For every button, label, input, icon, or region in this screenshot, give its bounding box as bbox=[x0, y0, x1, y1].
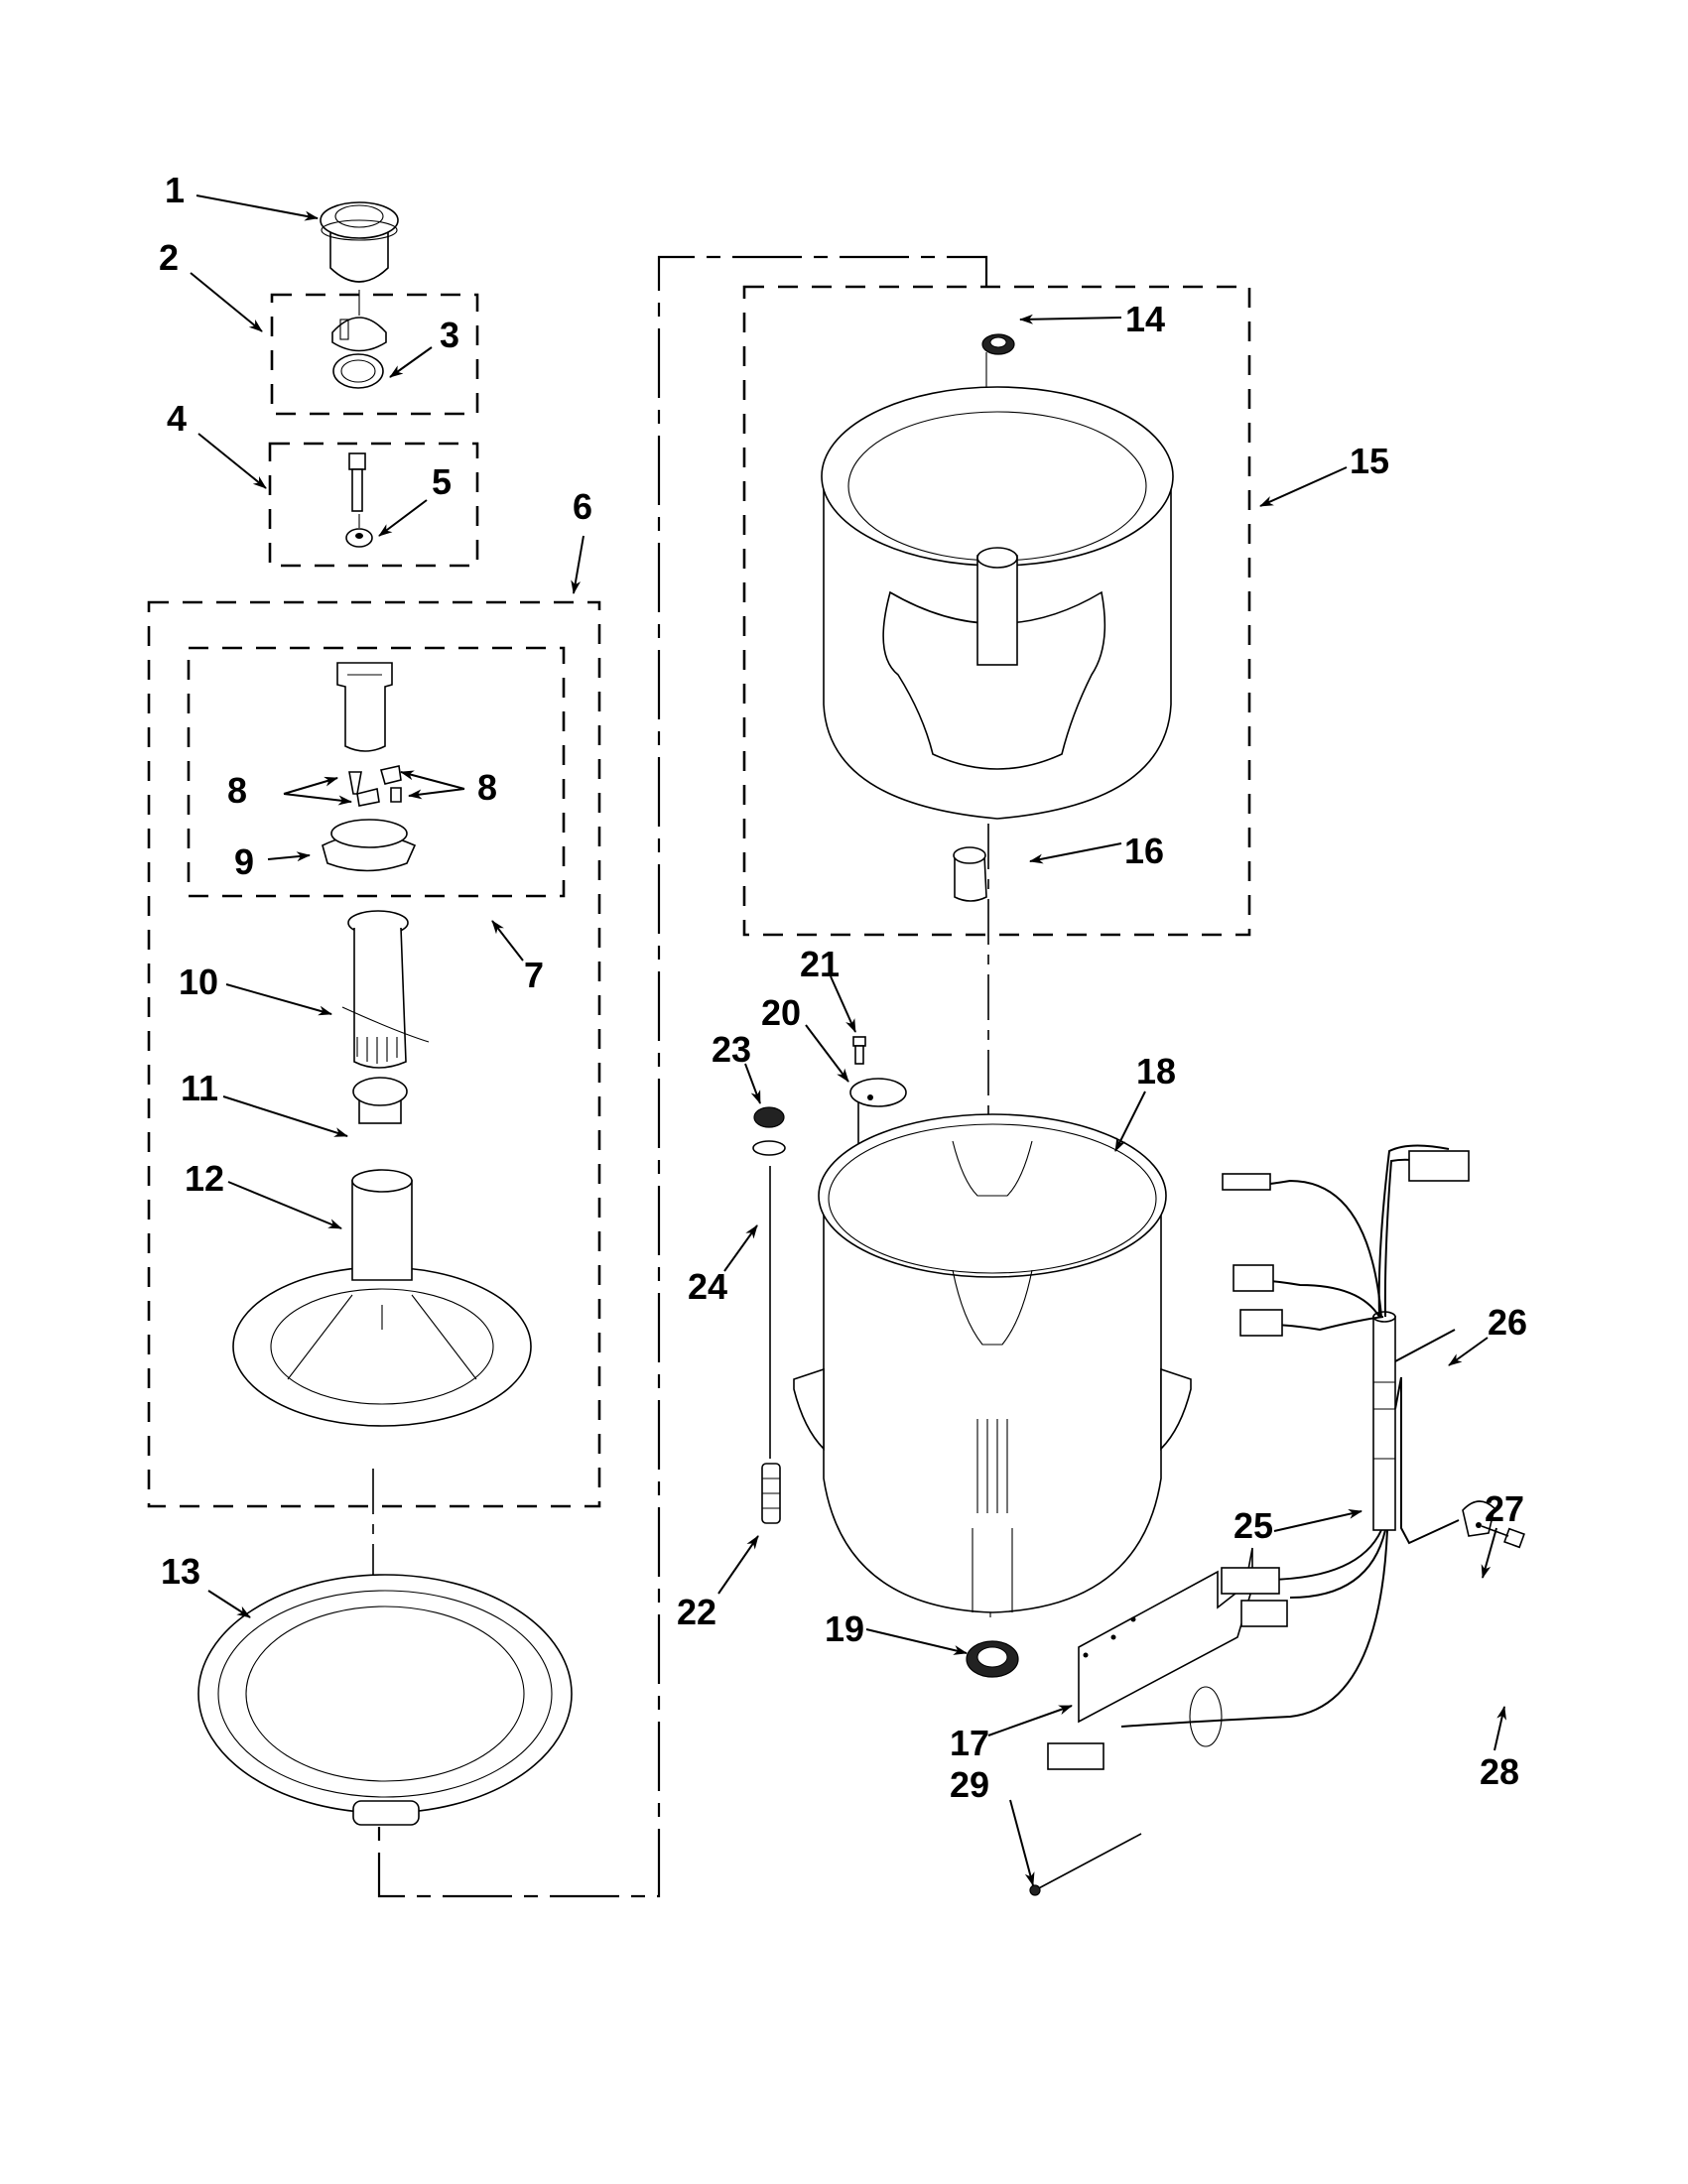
part-28-screw[interactable] bbox=[1481, 1525, 1525, 1549]
callout-8-right: 8 bbox=[477, 767, 497, 808]
part-19-tub-seal[interactable] bbox=[966, 1640, 1019, 1678]
part-4-bolt[interactable] bbox=[348, 452, 366, 512]
callout-8-left: 8 bbox=[227, 770, 247, 811]
callout-20: 20 bbox=[761, 992, 801, 1033]
callout-28: 28 bbox=[1480, 1751, 1519, 1792]
callout-15: 15 bbox=[1350, 441, 1389, 481]
callout-11: 11 bbox=[181, 1068, 218, 1108]
callout-18: 18 bbox=[1136, 1051, 1176, 1092]
callout-14: 14 bbox=[1125, 299, 1165, 339]
part-7-cam[interactable] bbox=[336, 662, 393, 752]
part-8-dogs[interactable] bbox=[348, 765, 402, 807]
part-17-label-plate[interactable] bbox=[1078, 1547, 1253, 1724]
part-12-agitator-base[interactable] bbox=[232, 1169, 532, 1427]
callout-7: 7 bbox=[524, 955, 544, 995]
callout-25: 25 bbox=[1234, 1505, 1273, 1546]
callout-4: 4 bbox=[167, 398, 187, 439]
callout-19: 19 bbox=[825, 1608, 864, 1649]
part-24-pivot-dome[interactable] bbox=[752, 1140, 786, 1156]
assembly-box-15 bbox=[742, 285, 1251, 937]
part-23-pivot-ball[interactable] bbox=[753, 1106, 785, 1128]
callout-17: 17 bbox=[950, 1723, 989, 1763]
callout-arrows bbox=[190, 194, 1506, 1886]
callout-21: 21 bbox=[800, 944, 840, 984]
kit-box-7 bbox=[187, 646, 566, 898]
part-2-agitator-cap[interactable] bbox=[331, 317, 387, 352]
callout-1: 1 bbox=[165, 170, 185, 210]
callout-12: 12 bbox=[185, 1158, 224, 1199]
part-22-suspension-rod[interactable] bbox=[761, 1166, 781, 1524]
part-10-auger[interactable] bbox=[341, 910, 430, 1069]
callout-29: 29 bbox=[950, 1764, 989, 1805]
kit-box-2 bbox=[270, 293, 479, 416]
part-1-dispenser-cap[interactable] bbox=[320, 201, 399, 283]
assembly-connector-line bbox=[377, 255, 988, 1898]
part-14-nut[interactable] bbox=[981, 333, 1015, 355]
part-3-seal-ring[interactable] bbox=[332, 353, 384, 389]
callout-16: 16 bbox=[1124, 831, 1164, 871]
callout-27: 27 bbox=[1485, 1488, 1524, 1529]
part-25-wire-harness[interactable] bbox=[1047, 1144, 1470, 1770]
part-9-cam-base[interactable] bbox=[322, 819, 417, 872]
part-5-washer[interactable] bbox=[345, 528, 373, 548]
callout-22: 22 bbox=[677, 1592, 716, 1632]
part-20-cover-plate[interactable] bbox=[849, 1078, 907, 1107]
callout-6: 6 bbox=[573, 486, 592, 527]
callout-3: 3 bbox=[440, 315, 459, 355]
part-16-drive-hub[interactable] bbox=[953, 846, 987, 902]
part-13-tub-ring[interactable] bbox=[197, 1574, 573, 1826]
callout-2: 2 bbox=[159, 237, 179, 278]
callout-13: 13 bbox=[161, 1551, 200, 1592]
callout-26: 26 bbox=[1488, 1302, 1527, 1343]
part-21-screw[interactable] bbox=[852, 1036, 866, 1065]
callout-24: 24 bbox=[688, 1266, 727, 1307]
part-18-tub[interactable] bbox=[793, 1113, 1192, 1613]
callout-10: 10 bbox=[179, 962, 218, 1002]
part-29-cable-tie[interactable] bbox=[1029, 1833, 1142, 1896]
callout-9: 9 bbox=[234, 841, 254, 882]
part-11-coupling[interactable] bbox=[352, 1077, 408, 1124]
part-15-basket[interactable] bbox=[821, 386, 1174, 820]
part-26-ground-wire[interactable] bbox=[1394, 1329, 1460, 1545]
callout-5: 5 bbox=[432, 461, 452, 502]
callout-23: 23 bbox=[712, 1029, 751, 1070]
kit-box-4 bbox=[268, 442, 479, 568]
